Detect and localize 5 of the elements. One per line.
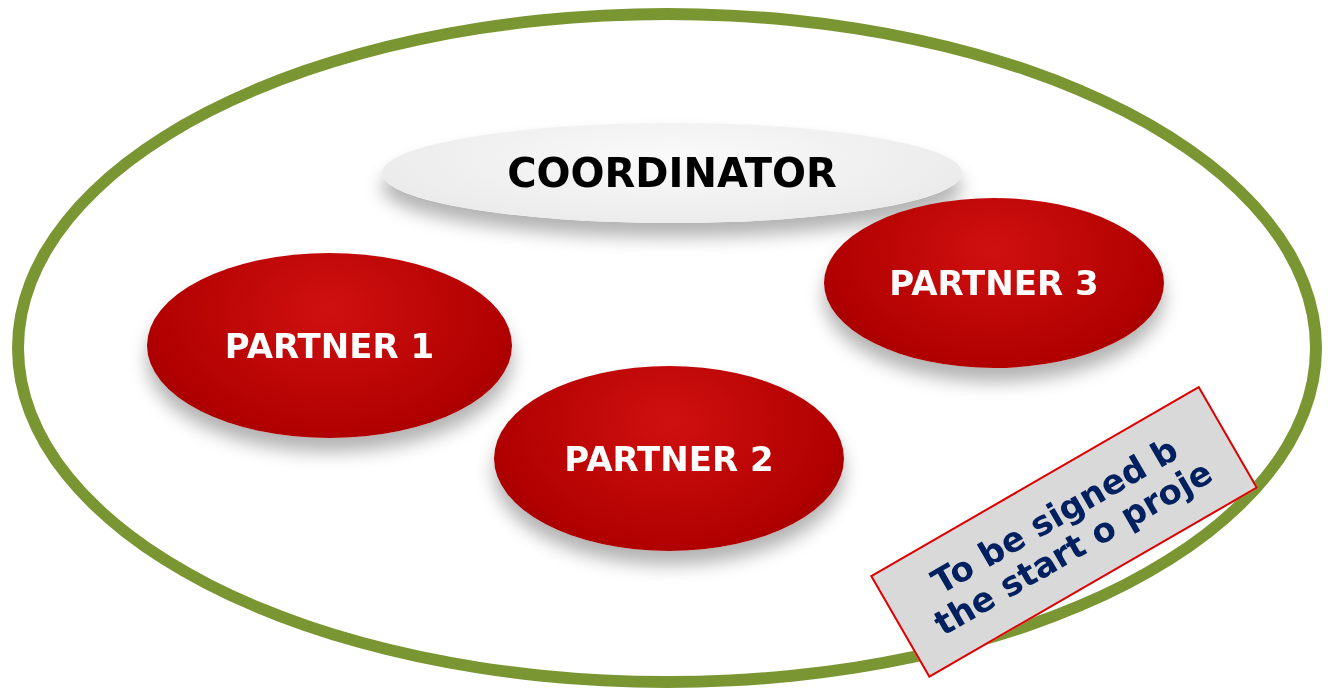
partner-ellipse: PARTNER 3 bbox=[824, 198, 1164, 368]
outer-ellipse bbox=[12, 8, 1322, 688]
partner-ellipse: PARTNER 2 bbox=[494, 366, 844, 551]
partner-ellipse: PARTNER 1 bbox=[147, 253, 512, 438]
coordinator-ellipse: COORDINATOR bbox=[382, 123, 962, 223]
